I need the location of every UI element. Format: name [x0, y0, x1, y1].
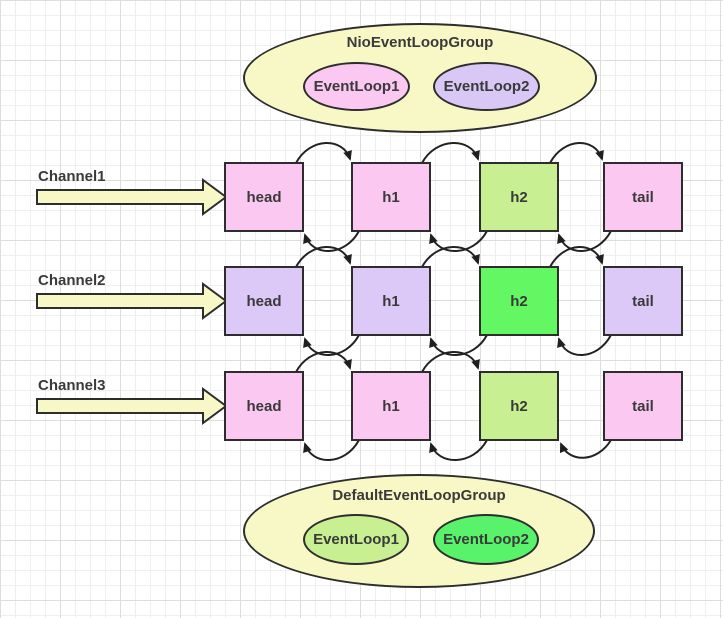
pipeline-arc-backward	[557, 334, 612, 356]
handler-label: head	[246, 292, 282, 310]
channel1-tail-handler: tail	[603, 162, 683, 232]
channel2-tail-handler: tail	[603, 266, 683, 336]
handler-label: h1	[382, 292, 400, 310]
default-event-loop-2-label: EventLoop2	[443, 531, 529, 548]
pipeline-arc-backward	[303, 334, 360, 356]
default-event-loop-2: EventLoop2	[433, 514, 539, 565]
nio-event-loop-2: EventLoop2	[433, 62, 540, 111]
pipeline-arc-forward	[295, 246, 352, 268]
pipeline-arc-forward	[549, 142, 604, 164]
nio-event-loop-group-ellipse: NioEventLoopGroup EventLoop1 EventLoop2	[243, 23, 597, 133]
default-event-loop-group-label: DefaultEventLoopGroup	[332, 487, 506, 504]
nio-event-loop-1: EventLoop1	[303, 62, 410, 111]
channel3-h2-handler: h2	[479, 371, 559, 441]
channel3-head-handler: head	[224, 371, 304, 441]
handler-label: tail	[632, 397, 654, 415]
pipeline-arc-forward	[549, 246, 604, 268]
pipeline-arc-backward	[429, 334, 488, 356]
handler-label: h1	[382, 397, 400, 415]
channel3-tail-handler: tail	[603, 371, 683, 441]
channel2-h2-handler: h2	[479, 266, 559, 336]
pipeline-arc-backward	[429, 230, 488, 252]
channel3-label: Channel3	[38, 377, 106, 394]
pipeline-arc-backward	[557, 230, 612, 252]
channel2-h1-handler: h1	[351, 266, 431, 336]
handler-label: h2	[510, 292, 528, 310]
channel2-arrow	[36, 282, 228, 320]
handler-label: h1	[382, 188, 400, 206]
handler-label: tail	[632, 292, 654, 310]
handler-label: tail	[632, 188, 654, 206]
channel1-h2-handler: h2	[479, 162, 559, 232]
pipeline-arc-backward	[303, 230, 360, 252]
handler-label: h2	[510, 188, 528, 206]
channel1-arrow	[36, 178, 228, 216]
pipeline-arc-backward	[303, 439, 360, 461]
pipeline-arc-forward	[421, 142, 480, 164]
channel3-arrow	[36, 387, 228, 425]
default-event-loop-1-label: EventLoop1	[313, 531, 399, 548]
pipeline-arc-forward	[421, 351, 480, 373]
default-event-loop-1: EventLoop1	[303, 514, 409, 565]
nio-event-loop-group-label: NioEventLoopGroup	[346, 34, 494, 51]
pipeline-arc-backward	[559, 439, 612, 459]
channel1-h1-handler: h1	[351, 162, 431, 232]
channel2-label: Channel2	[38, 272, 106, 289]
default-event-loop-group-ellipse: DefaultEventLoopGroup EventLoop1 EventLo…	[243, 474, 595, 588]
nio-event-loop-2-label: EventLoop2	[443, 78, 530, 95]
channel1-head-handler: head	[224, 162, 304, 232]
pipeline-arc-forward	[295, 142, 352, 164]
pipeline-arc-backward	[429, 439, 488, 461]
channel1-label: Channel1	[38, 168, 106, 185]
pipeline-arc-forward	[295, 351, 352, 373]
channel2-head-handler: head	[224, 266, 304, 336]
handler-label: head	[246, 397, 282, 415]
channel3-h1-handler: h1	[351, 371, 431, 441]
nio-event-loop-1-label: EventLoop1	[313, 78, 400, 95]
handler-label: head	[246, 188, 282, 206]
pipeline-arc-forward	[421, 246, 480, 268]
handler-label: h2	[510, 397, 528, 415]
